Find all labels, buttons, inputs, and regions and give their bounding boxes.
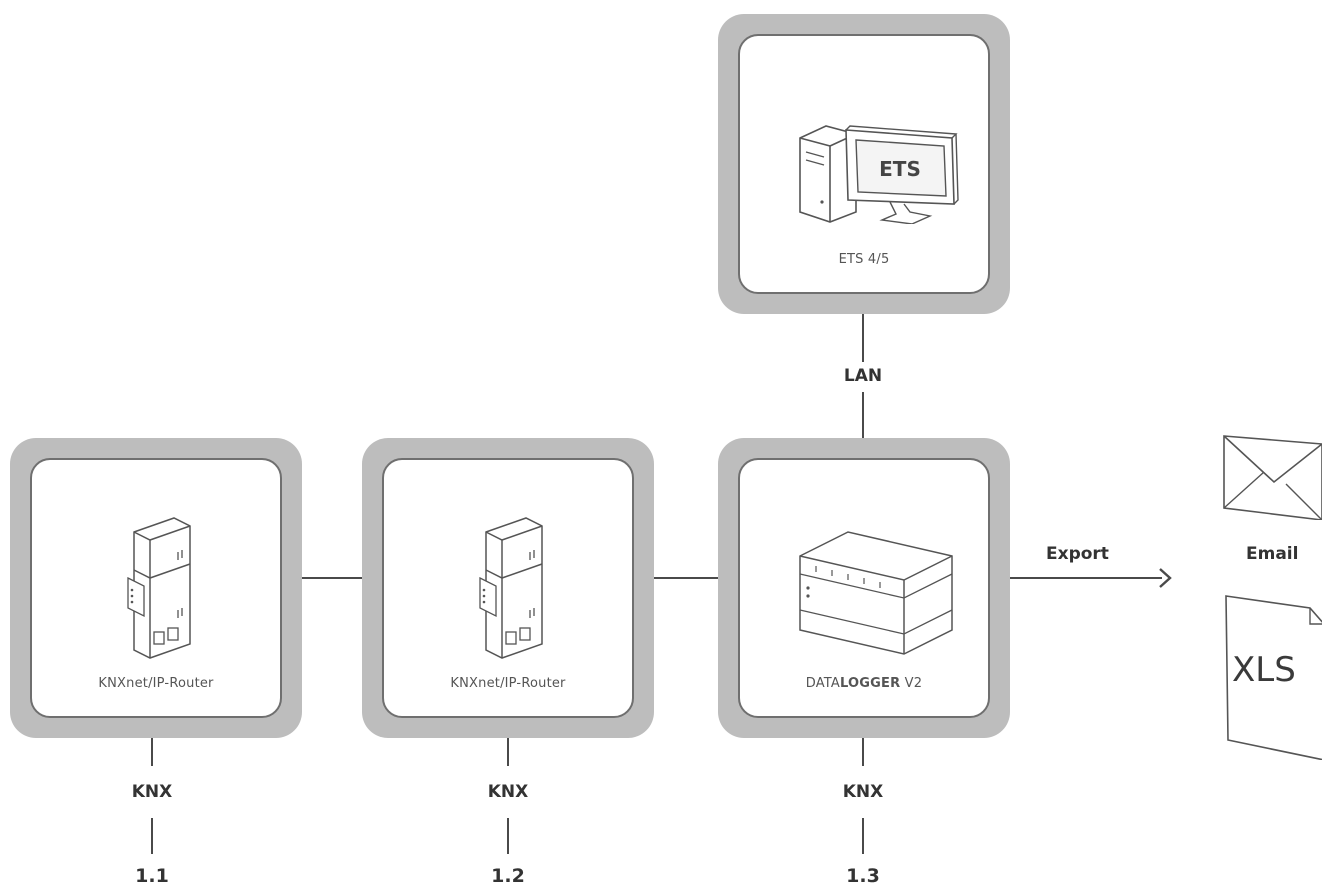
email-envelope-icon — [1223, 435, 1322, 520]
xls-label: XLS — [1232, 650, 1296, 690]
knx-label-3: KNX — [842, 782, 884, 802]
export-arrow-icon — [1159, 568, 1172, 588]
ets-box: ETS ETS 4/5 — [718, 14, 1010, 314]
datalogger-box-label: DATALOGGER V2 — [740, 676, 988, 691]
datalogger-box-inner: DATALOGGER V2 — [738, 458, 990, 718]
link-router2-datalogger — [654, 577, 720, 579]
datalogger-device-icon — [799, 531, 953, 655]
svg-text:ETS: ETS — [879, 157, 921, 181]
router-device-icon — [479, 517, 543, 659]
export-line — [1010, 577, 1162, 579]
lan-line-bottom — [862, 392, 864, 438]
datalogger-label-data: DATA — [805, 676, 841, 691]
lan-line-top — [862, 314, 864, 362]
router-box-1-label: KNXnet/IP-Router — [98, 676, 214, 691]
knx-line-2-top — [507, 738, 509, 766]
datalogger-label-version: V2 — [900, 676, 923, 691]
knx-label-2: KNX — [487, 782, 529, 802]
router-device-icon — [127, 517, 191, 659]
lan-label: LAN — [843, 366, 883, 386]
export-label: Export — [1046, 544, 1109, 564]
knx-line-1-top — [151, 738, 153, 766]
line-number-2: 1.2 — [491, 865, 525, 887]
router-box-1: KNXnet/IP-Router — [10, 438, 302, 738]
knx-line-3-bottom — [862, 818, 864, 854]
email-label: Email — [1246, 544, 1299, 564]
knx-line-1-bottom — [151, 818, 153, 854]
knx-line-3-top — [862, 738, 864, 766]
line-number-3: 1.3 — [846, 865, 880, 887]
knx-label-1: KNX — [131, 782, 173, 802]
xls-document-icon — [1225, 595, 1322, 760]
router-box-2-inner: KNXnet/IP-Router — [382, 458, 634, 718]
datalogger-box: DATALOGGER V2 — [718, 438, 1010, 738]
line-number-1: 1.1 — [135, 865, 169, 887]
router-box-2-label: KNXnet/IP-Router — [450, 676, 566, 691]
knx-line-2-bottom — [507, 818, 509, 854]
ets-box-inner: ETS ETS 4/5 — [738, 34, 990, 294]
router-box-1-inner: KNXnet/IP-Router — [30, 458, 282, 718]
datalogger-label-logger: LOGGER — [840, 676, 901, 691]
router-box-2: KNXnet/IP-Router — [362, 438, 654, 738]
ets-box-label: ETS 4/5 — [838, 252, 890, 267]
computer-icon: ETS — [799, 125, 959, 224]
link-router1-router2 — [302, 577, 362, 579]
